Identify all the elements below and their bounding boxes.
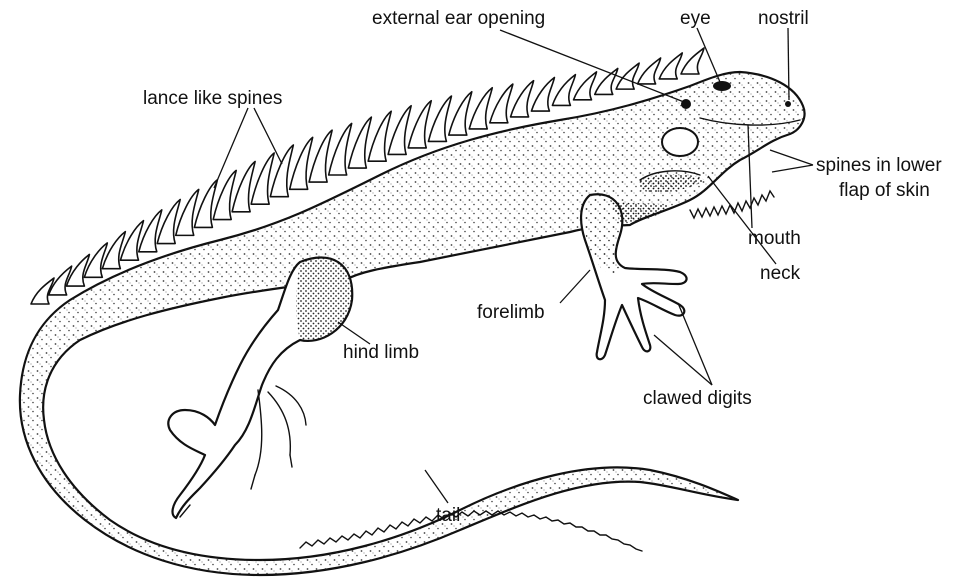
crest-spine <box>139 210 162 252</box>
crest-spine <box>595 68 618 94</box>
label-mouth: mouth <box>748 228 801 249</box>
label-forelimb: forelimb <box>477 302 545 323</box>
label-spines-lower-flap-1: spines in lower <box>816 155 942 176</box>
dewlap-spines <box>690 191 774 218</box>
crest-spine <box>574 72 597 100</box>
forelimb-drawing <box>581 194 687 359</box>
leader-forelimb <box>560 270 590 303</box>
leader-clawed-digits-2 <box>678 303 712 385</box>
label-tail: tail <box>436 505 460 526</box>
crest-spine <box>449 92 472 135</box>
eye-mark <box>713 81 731 91</box>
crest-spine <box>469 88 492 129</box>
iguana-illustration <box>20 48 805 575</box>
crest-spine <box>552 75 575 106</box>
crest-spine <box>531 78 554 112</box>
nostril-mark <box>785 101 791 107</box>
label-lance-like-spines: lance like spines <box>143 88 282 109</box>
label-nostril: nostril <box>758 8 809 29</box>
crest-spine <box>176 189 199 235</box>
leader-lower-flap-2 <box>772 165 813 172</box>
subtympanic-scale <box>662 128 698 156</box>
label-spines-lower-flap-2: flap of skin <box>839 180 930 201</box>
crest-spine <box>681 48 704 74</box>
crest-spine <box>120 221 143 261</box>
crest-spine <box>490 84 513 123</box>
label-external-ear-opening: external ear opening <box>372 8 545 29</box>
crest-spine <box>638 58 661 84</box>
crest-spine <box>428 96 451 141</box>
leader-neck <box>708 176 776 264</box>
label-eye: eye <box>680 8 711 29</box>
crest-spine <box>511 81 534 117</box>
leader-tail <box>425 470 448 503</box>
label-hind-limb: hind limb <box>343 342 419 363</box>
leader-hind-limb <box>338 322 370 344</box>
label-clawed-digits: clawed digits <box>643 388 752 409</box>
leader-clawed-digits-1 <box>654 335 712 385</box>
leader-lower-flap-1 <box>770 150 813 165</box>
leader-lance-spines-2 <box>254 108 282 164</box>
crest-spine <box>157 199 180 243</box>
label-neck: neck <box>760 263 801 284</box>
ear-opening-mark <box>681 99 691 109</box>
crest-spine <box>659 53 682 79</box>
